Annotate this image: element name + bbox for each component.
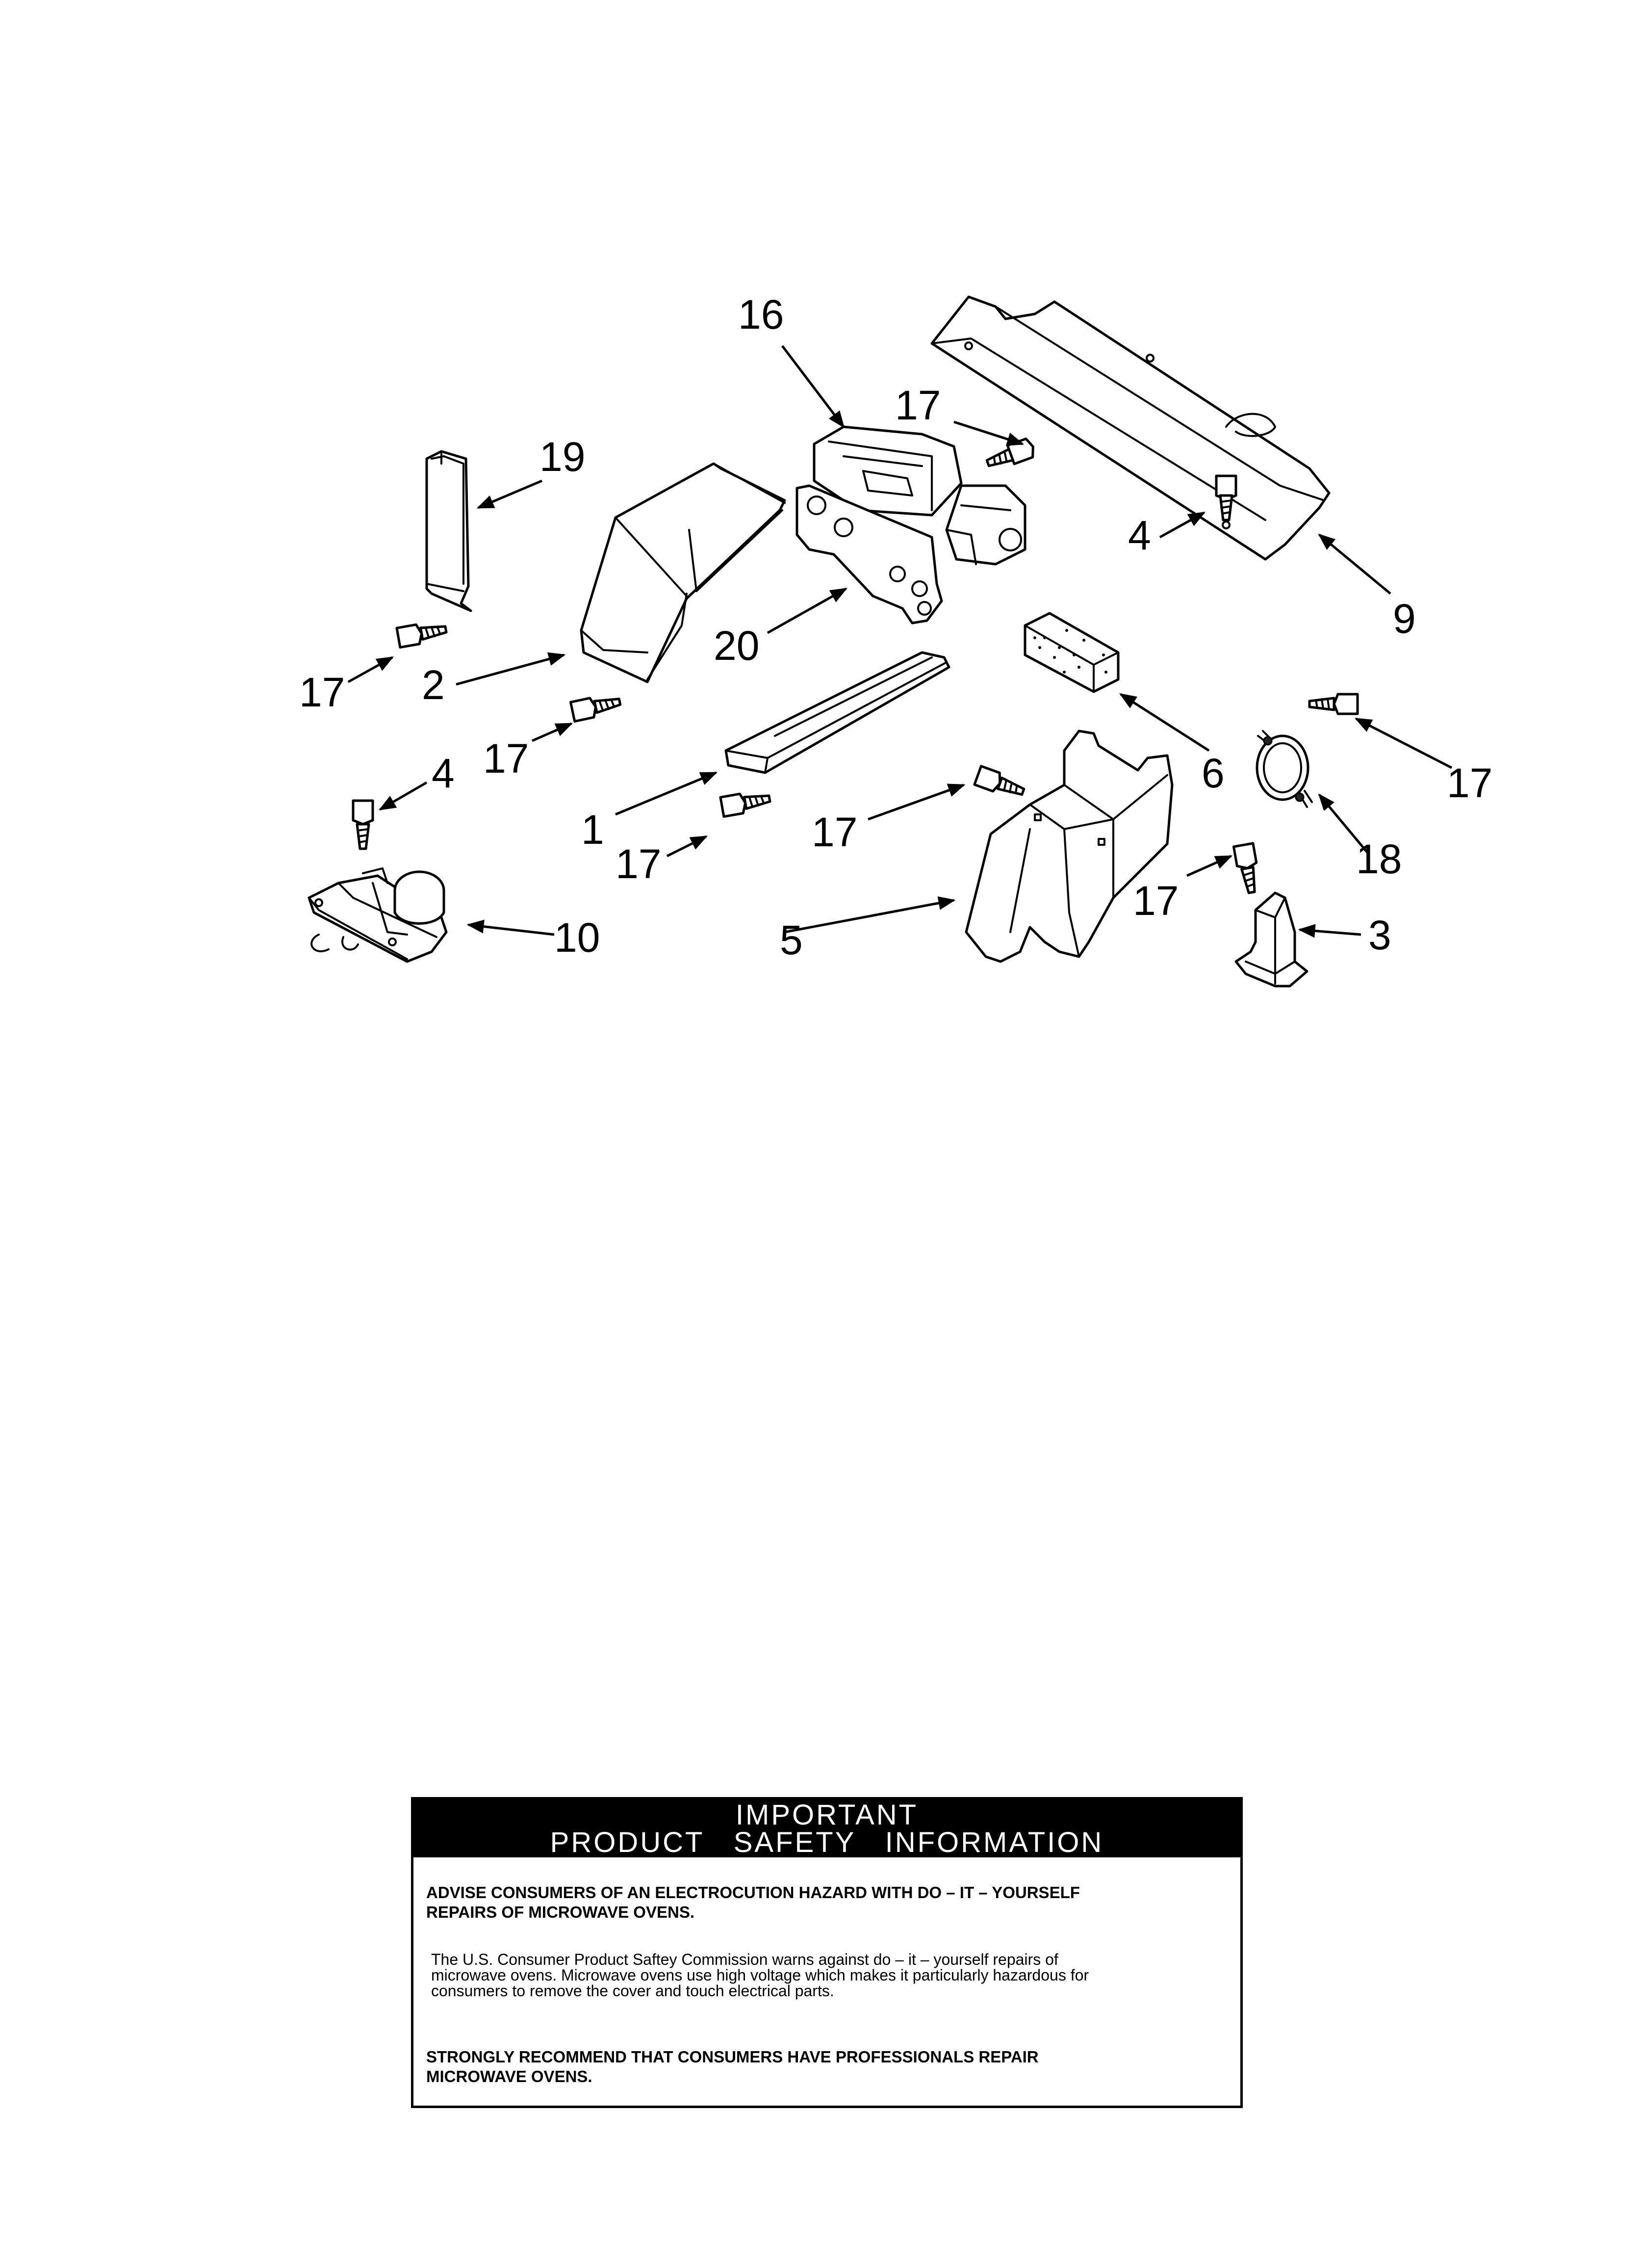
callout-4: 4 [432,750,455,796]
callout-17: 17 [616,841,661,887]
screw-4-left [352,799,374,850]
callout-9: 9 [1393,596,1416,642]
callout-19: 19 [539,434,585,480]
callout-labels: 16 17 19 4 9 20 2 17 17 6 4 17 1 17 17 1… [299,291,1492,963]
part-20-bracket [795,484,943,625]
part-1-channel [724,651,950,774]
part-10-switch-assembly [308,867,448,963]
callout-3: 3 [1368,912,1391,958]
safety-warning: ADVISE CONSUMERS OF AN ELECTROCUTION HAZ… [426,1883,1228,1922]
part-19-vertical-bracket [425,450,472,612]
callout-2: 2 [422,662,445,708]
safety-warning-line1: ADVISE CONSUMERS OF AN ELECTROCUTION HAZ… [426,1883,1080,1902]
part-16-control-assembly [813,425,1026,566]
leader-lines [347,345,1453,938]
safety-body-line2: microwave ovens. Microwave ovens use hig… [431,1966,1089,1984]
safety-recommend-line2: MICROWAVE OVENS. [426,2067,592,2086]
callout-6: 6 [1202,750,1225,796]
callout-18: 18 [1356,836,1402,882]
callout-17: 17 [895,382,941,428]
parts-diagram: 16 17 19 4 9 20 2 17 17 6 4 17 1 17 17 1… [299,291,1492,988]
part-18-thermostat [1256,730,1313,808]
safety-warning-line2: REPAIRS OF MICROWAVE OVENS. [426,1903,694,1921]
screw-17-left-a [395,623,448,649]
callout-4: 4 [1128,512,1151,558]
part-3-small-bracket [1234,891,1308,988]
safety-header-line1: IMPORTANT [735,1799,919,1831]
callout-17: 17 [483,735,529,782]
callout-5: 5 [780,917,803,963]
safety-body-line1: The U.S. Consumer Product Saftey Commiss… [431,1951,1058,1968]
screw-17-lower-right [1232,842,1258,894]
safety-recommend-line1: STRONGLY RECOMMEND THAT CONSUMERS HAVE P… [426,2048,1039,2066]
safety-body-line3: consumers to remove the cover and touch … [431,1982,834,2000]
screw-17-left-b [569,697,622,723]
callout-17: 17 [812,809,857,855]
screw-17-mid [973,765,1026,796]
part-6-foam-block [1024,612,1120,693]
safety-header-line2: PRODUCT SAFETY INFORMATION [550,1826,1104,1858]
safety-information-box: IMPORTANT PRODUCT SAFETY INFORMATION ADV… [411,1797,1243,2108]
screw-17-right [1308,693,1359,715]
part-5-cradle-shield [965,730,1174,963]
callout-17: 17 [299,669,345,715]
safety-recommendation: STRONGLY RECOMMEND THAT CONSUMERS HAVE P… [426,2047,1228,2086]
safety-header: IMPORTANT PRODUCT SAFETY INFORMATION [413,1799,1240,1857]
screw-17-center [719,792,771,818]
callout-17: 17 [1133,878,1179,924]
callout-16: 16 [738,291,784,338]
part-2-duct-cover [580,462,786,683]
safety-body: The U.S. Consumer Product Saftey Commiss… [431,1952,1228,1999]
callout-1: 1 [581,807,604,853]
screw-4-top [1215,474,1237,521]
callout-10: 10 [554,914,600,961]
screw-17-top [985,437,1034,468]
callout-17: 17 [1447,760,1492,806]
callout-20: 20 [714,623,759,669]
